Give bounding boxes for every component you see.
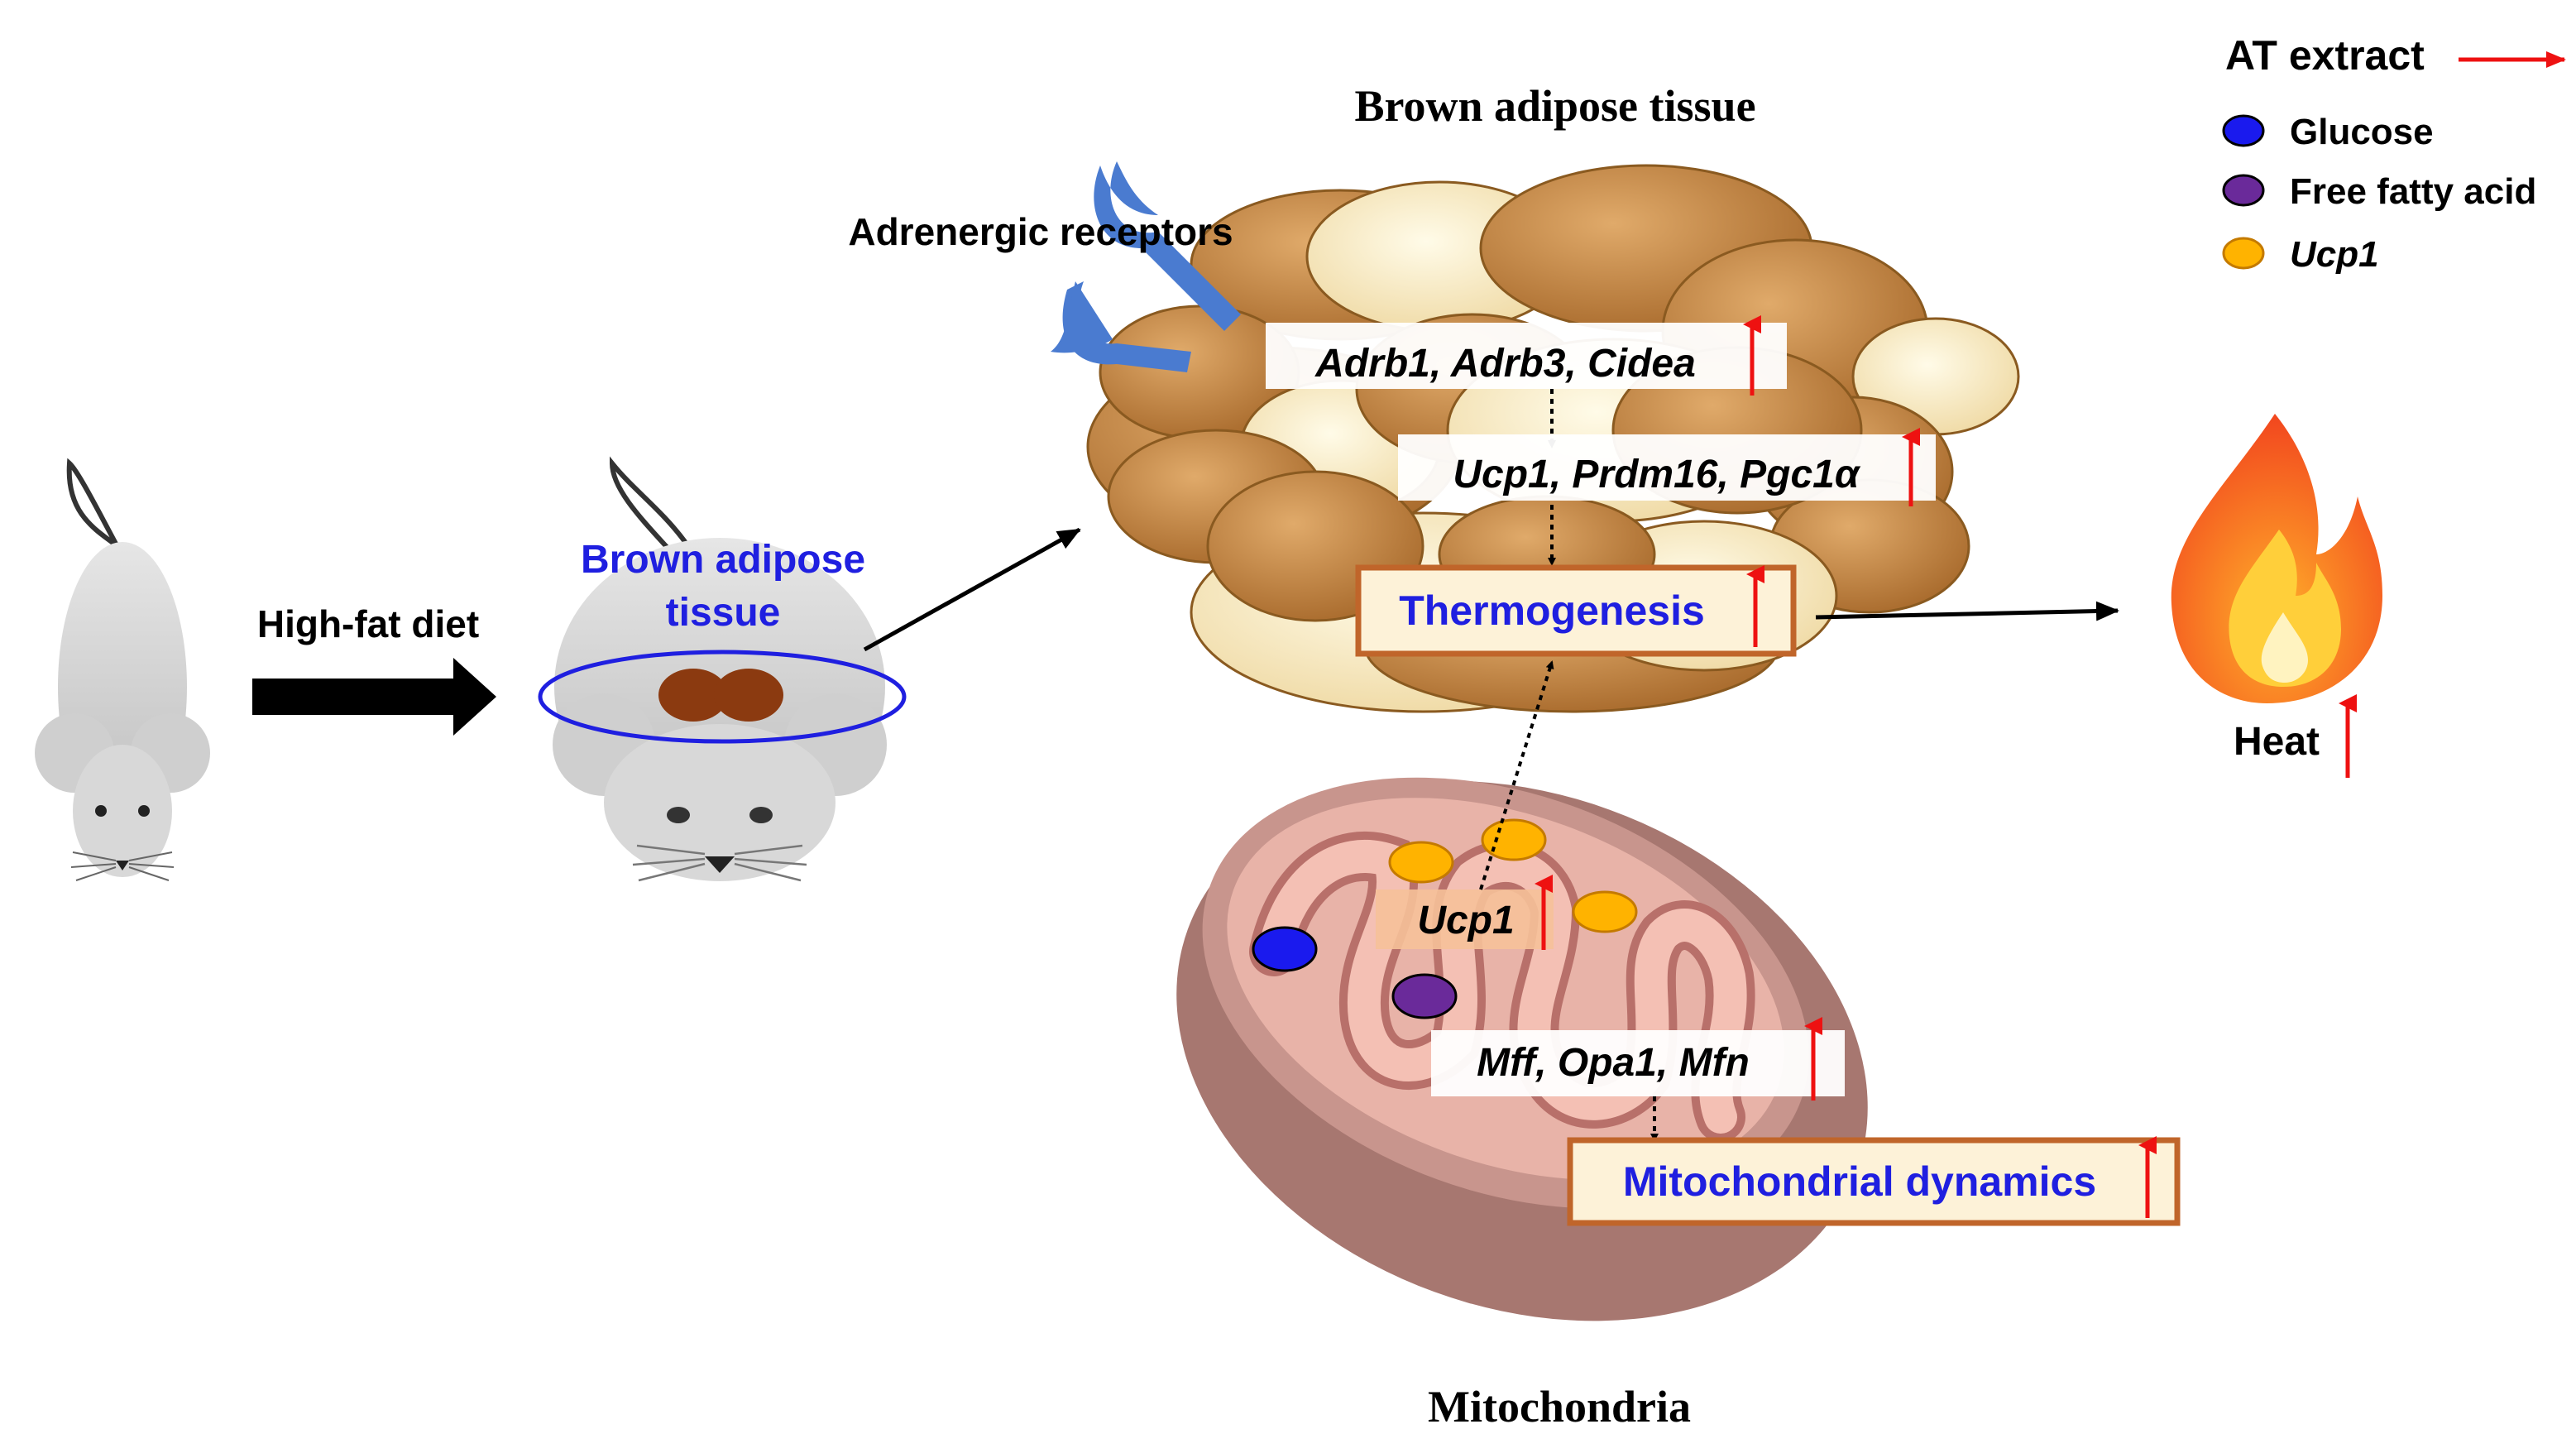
adrenergic-receptor-icon-1 (1094, 161, 1241, 331)
mouse-to-bat-arrow (863, 527, 1081, 652)
flame-icon (2171, 414, 2382, 703)
ucp1-molecule-2 (1481, 818, 1547, 861)
ucp1-molecule-3 (1572, 890, 1638, 933)
glucose-molecule (1252, 926, 1318, 972)
ffa-molecule (1391, 973, 1458, 1019)
bat-depot-icon (658, 669, 783, 722)
bat-highlight-ellipse (538, 650, 907, 744)
adrenergic-receptor-icon-2 (1051, 281, 1191, 372)
ucp1-mito-box (1376, 890, 1554, 949)
mouse-right (553, 456, 887, 882)
legend-ucp1-label: Ucp1 (2290, 234, 2379, 275)
genes-3-text: Mff, Opa1, Mfn (1477, 1041, 1750, 1085)
heat-label: Heat (2234, 720, 2320, 764)
mouse-bat-label-1: Brown adipose (581, 538, 865, 582)
legend-ffa-label: Free fatty acid (2290, 171, 2536, 212)
bat-title: Brown adipose tissue (1354, 81, 1755, 131)
genes-box-1 (1266, 323, 1787, 389)
legend-ffa-swatch (2222, 174, 2265, 207)
thermogenesis-text: Thermogenesis (1399, 587, 1705, 634)
mouse-left (35, 458, 210, 881)
mitochondrion (1176, 777, 1868, 1321)
genes-box-3 (1431, 1030, 1845, 1096)
legend-ucp1-swatch (2222, 237, 2265, 270)
high-fat-diet-arrow (252, 658, 496, 736)
legend-glucose-swatch (2222, 114, 2265, 147)
mito-title: Mitochondria (1428, 1382, 1691, 1431)
mito-dynamics-box (1567, 1137, 2181, 1226)
genes-2-text: Ucp1, Prdm16, Pgc1α (1453, 453, 1861, 496)
genes-1-text: Adrb1, Adrb3, Cidea (1314, 342, 1696, 386)
thermo-to-heat-arrow (1815, 601, 2119, 621)
legend: AT extract Glucose Free fatty acid Ucp1 (2222, 32, 2566, 275)
legend-title: AT extract (2225, 32, 2425, 79)
mouse-bat-label-2: tissue (666, 591, 781, 635)
high-fat-diet-label: High-fat diet (257, 602, 479, 645)
legend-glucose-label: Glucose (2290, 112, 2434, 152)
mito-dynamics-text: Mitochondrial dynamics (1623, 1158, 2096, 1205)
thermogenesis-box (1355, 564, 1797, 657)
genes-box-2 (1398, 434, 1936, 501)
ucp1-molecule-1 (1388, 841, 1454, 884)
ucp1-mito-text: Ucp1 (1417, 899, 1514, 942)
adrenergic-receptors-label: Adrenergic receptors (848, 210, 1233, 253)
ucp1-to-thermo-arrow (1479, 660, 1554, 890)
